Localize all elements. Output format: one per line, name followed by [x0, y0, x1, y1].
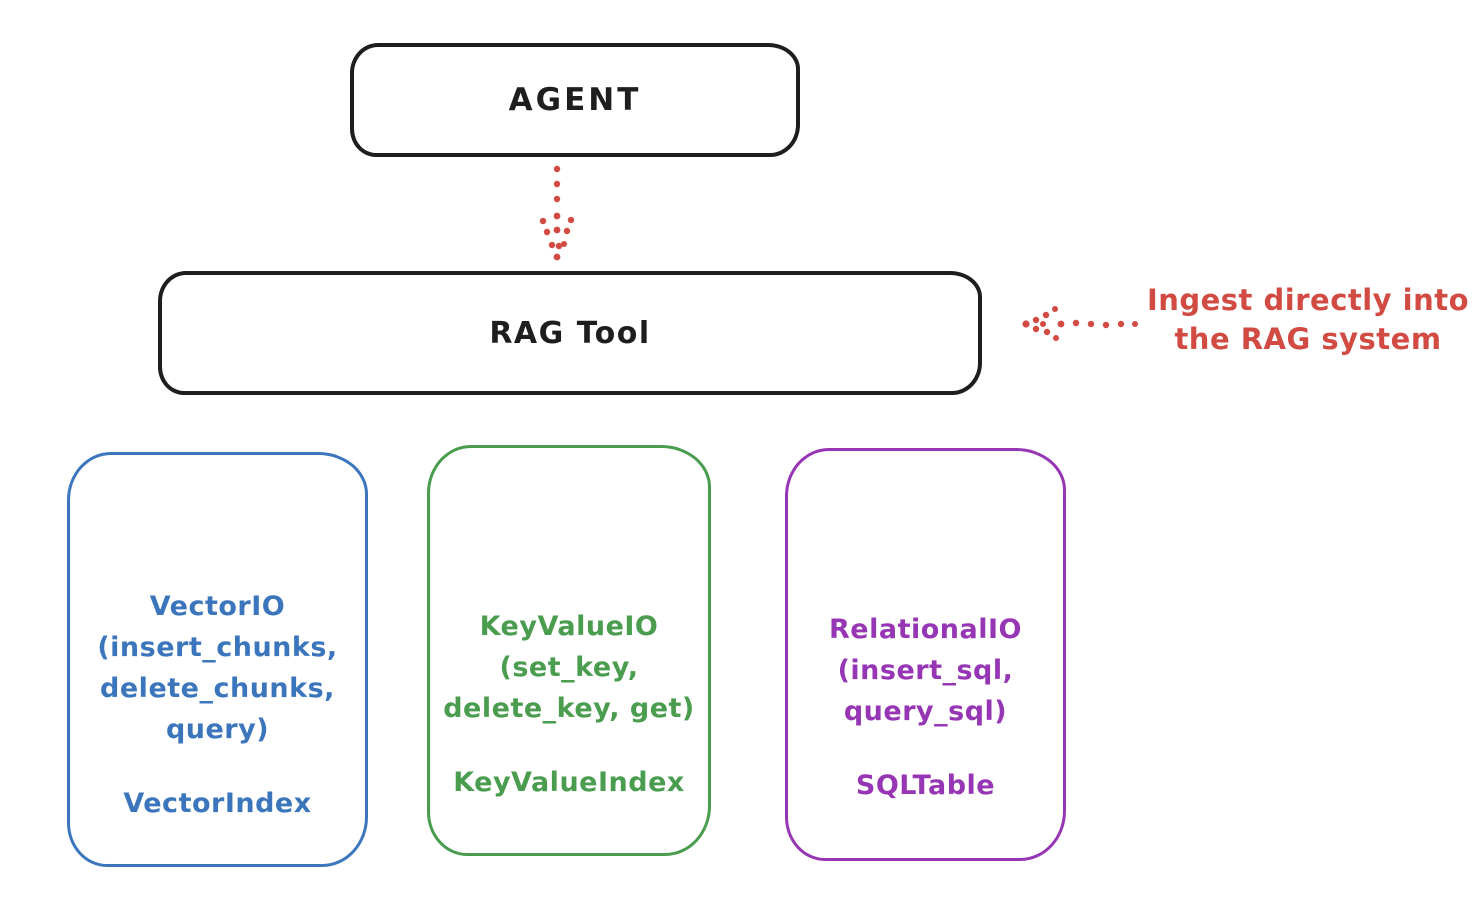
agent-label: AGENT: [508, 82, 642, 118]
keyvalue-io-box: KeyValueIO (set_key, delete_key, get) Ke…: [427, 445, 711, 856]
relational-io-box: RelationalIO (insert_sql, query_sql) SQL…: [785, 448, 1066, 861]
relational-io-line: (insert_sql,: [837, 654, 1014, 686]
ingest-annotation: Ingest directly into the RAG system: [1138, 281, 1478, 359]
sql-table-label: SQLTable: [855, 769, 996, 801]
vector-io-box: VectorIO (insert_chunks, delete_chunks, …: [67, 452, 368, 867]
agent-box: AGENT: [350, 43, 800, 157]
vector-io-line: query): [165, 714, 270, 745]
keyvalue-io-line: delete_key, get): [443, 693, 695, 724]
dotted-arrow-left-icon: [1022, 306, 1138, 341]
keyvalue-io-line: KeyValueIO: [479, 611, 659, 642]
rag-tool-label: RAG Tool: [489, 315, 651, 351]
ingest-annotation-line1: Ingest directly into: [1146, 283, 1470, 317]
rag-tool-box: RAG Tool: [158, 271, 982, 395]
relational-io-line: query_sql): [843, 695, 1008, 727]
vector-io-line: VectorIO: [149, 591, 286, 622]
vector-io-line: delete_chunks,: [100, 673, 335, 704]
dotted-arrow-down-icon: [539, 165, 575, 261]
vector-index-label: VectorIndex: [123, 788, 312, 819]
relational-io-line: RelationalIO: [829, 613, 1022, 645]
keyvalue-io-text: KeyValueIO (set_key, delete_key, get): [443, 606, 695, 729]
relational-io-text: RelationalIO (insert_sql, query_sql): [829, 609, 1022, 732]
keyvalue-index-label: KeyValueIndex: [453, 767, 685, 798]
vector-io-text: VectorIO (insert_chunks, delete_chunks, …: [97, 586, 337, 750]
keyvalue-io-line: (set_key,: [499, 652, 639, 683]
ingest-annotation-line2: the RAG system: [1174, 322, 1442, 356]
vector-io-line: (insert_chunks,: [97, 632, 338, 663]
